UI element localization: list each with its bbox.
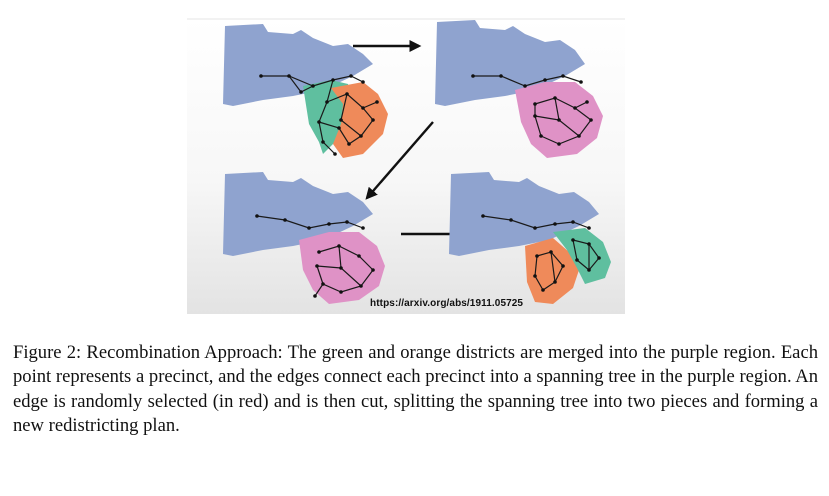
precinct-points — [255, 214, 375, 298]
panel-spanning-tree — [223, 172, 385, 304]
panel-merged-region — [435, 20, 603, 158]
panel-new-plan — [449, 172, 611, 304]
recombination-figure — [187, 18, 625, 314]
panel-original-districts — [223, 24, 388, 158]
source-url: https://arxiv.org/abs/1911.05725 — [370, 298, 524, 309]
green-district-shape — [553, 228, 611, 284]
precinct-points — [471, 74, 593, 146]
figure-caption: Figure 2: Recombination Approach: The gr… — [13, 342, 818, 437]
precinct-points — [259, 74, 379, 156]
purple-region-shape — [223, 24, 373, 106]
precinct-points — [481, 214, 601, 292]
spanning-tree-edges — [256, 215, 374, 297]
purple-region-shape — [435, 20, 585, 106]
purple-region-shape — [449, 172, 599, 256]
purple-region-shape — [223, 172, 373, 256]
arrow-down-left — [365, 121, 434, 200]
orange-district-shape — [525, 238, 579, 304]
